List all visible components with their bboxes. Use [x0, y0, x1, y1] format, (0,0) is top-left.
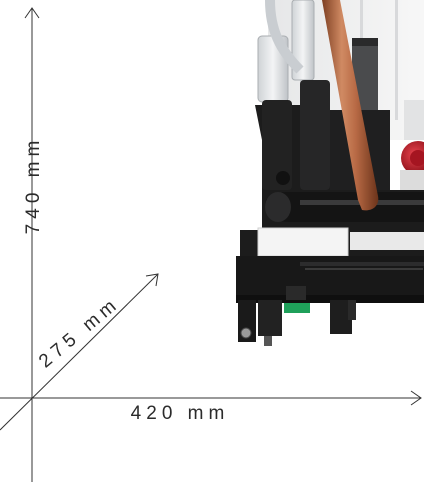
width-axis-arrowhead — [410, 390, 422, 406]
height-axis-arrowhead — [24, 7, 40, 19]
height-dimension-label: 740 mm — [23, 135, 44, 235]
dimension-axes — [0, 7, 422, 482]
boiler-module-illustration — [236, 0, 424, 346]
width-dimension-label: 420 mm — [130, 403, 230, 424]
depth-axis-arrowhead — [145, 273, 159, 287]
depth-axis-line — [0, 273, 159, 431]
